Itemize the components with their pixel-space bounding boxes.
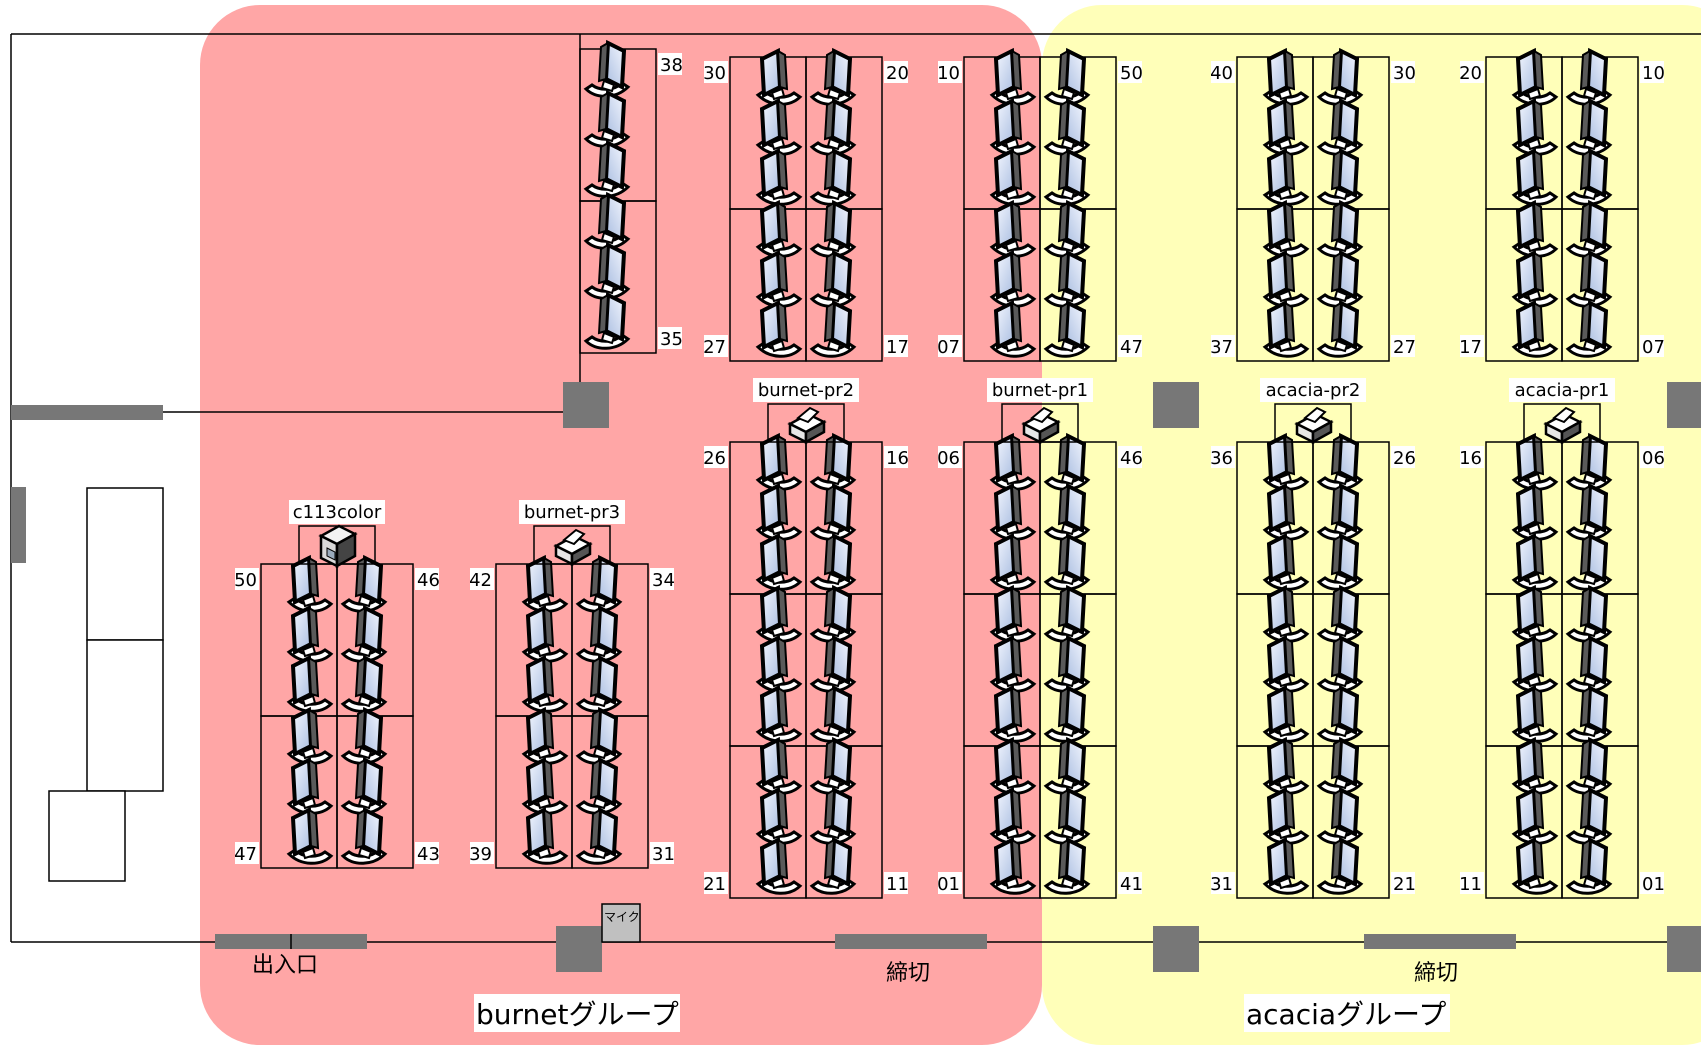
seat-number-16: 16	[1459, 448, 1482, 469]
seat-number-20: 20	[886, 63, 909, 84]
desk-block-c113-block: 50 46 47 43	[234, 556, 440, 869]
seat-number-46: 46	[1120, 448, 1143, 469]
desk-block-colC-top: 10 50 07 47	[937, 49, 1143, 362]
seat-number-36: 36	[1210, 448, 1233, 469]
seat-number-01: 01	[1642, 874, 1665, 895]
seat-number-41: 41	[1120, 874, 1143, 895]
seat-number-50: 50	[1120, 63, 1143, 84]
printer-label: burnet-pr3	[524, 502, 620, 523]
wall-bars	[11, 405, 1516, 949]
seat-number-06: 06	[1642, 448, 1665, 469]
seat-number-31: 31	[652, 844, 675, 865]
seat-number-10: 10	[1642, 63, 1665, 84]
seat-number-11: 11	[886, 874, 909, 895]
seat-number-50: 50	[234, 570, 257, 591]
burnet-group-label: burnetグループ	[476, 998, 679, 1031]
seat-number-07: 07	[937, 337, 960, 358]
seat-number-26: 26	[703, 448, 726, 469]
seat-number-35: 35	[660, 329, 683, 350]
seat-number-47: 47	[234, 844, 257, 865]
seat-number-30: 30	[703, 63, 726, 84]
seat-number-21: 21	[1393, 874, 1416, 895]
printer-label: c113color	[293, 502, 382, 523]
seat-number-39: 39	[469, 844, 492, 865]
seat-number-40: 40	[1210, 63, 1233, 84]
seat-number-16: 16	[886, 448, 909, 469]
printer-label: burnet-pr1	[992, 380, 1088, 401]
desk-block-pr3-block: 42 34 39 31	[469, 556, 675, 869]
printer-pr1[interactable]: burnet-pr1	[987, 378, 1093, 444]
desk-block-colC-bot: 06 46 01 41	[937, 434, 1143, 899]
deadline-left-label: 締切	[886, 961, 930, 986]
mic-box: マイク	[601, 903, 641, 943]
seat-number-01: 01	[937, 874, 960, 895]
seat-number-21: 21	[703, 874, 726, 895]
seat-number-17: 17	[886, 337, 909, 358]
printer-c113[interactable]: c113color	[289, 500, 385, 568]
desk-block-colD-bot: 36 26 31 21	[1210, 434, 1416, 899]
printer-pr2[interactable]: burnet-pr2	[753, 378, 859, 444]
seat-number-27: 27	[703, 337, 726, 358]
desk-block-colE-top: 20 10 17 07	[1459, 49, 1665, 362]
seat-number-10: 10	[937, 63, 960, 84]
printer-label: burnet-pr2	[758, 380, 854, 401]
storage-cabinets	[48, 487, 164, 882]
mic-label: マイク	[604, 910, 640, 924]
entrance-label: 出入口	[252, 953, 318, 978]
seat-number-11: 11	[1459, 874, 1482, 895]
printer-apr2[interactable]: acacia-pr2	[1260, 378, 1366, 444]
printer-label: acacia-pr1	[1515, 380, 1610, 401]
seat-number-30: 30	[1393, 63, 1416, 84]
color-printer-icon[interactable]	[319, 524, 357, 568]
seat-number-20: 20	[1459, 63, 1482, 84]
printer-label: acacia-pr2	[1266, 380, 1361, 401]
seat-number-17: 17	[1459, 337, 1482, 358]
seat-number-38: 38	[660, 55, 683, 76]
seat-number-42: 42	[469, 570, 492, 591]
desk-block-colD-top: 40 30 37 27	[1210, 49, 1416, 362]
seat-number-34: 34	[652, 570, 675, 591]
seat-number-27: 27	[1393, 337, 1416, 358]
desk-block-colB-top: 30 20 27 17	[703, 49, 909, 362]
acacia-group-label: acaciaグループ	[1246, 998, 1446, 1031]
seat-number-47: 47	[1120, 337, 1143, 358]
printers: c113color burnet-pr3 burnet-pr2 burnet-pr1 a…	[289, 378, 1615, 568]
printer-apr1[interactable]: acacia-pr1	[1509, 378, 1615, 444]
seat-number-06: 06	[937, 448, 960, 469]
seat-number-26: 26	[1393, 448, 1416, 469]
seat-number-07: 07	[1642, 337, 1665, 358]
seat-number-43: 43	[417, 844, 440, 865]
pillars	[556, 382, 1701, 972]
seat-number-37: 37	[1210, 337, 1233, 358]
deadline-right-label: 締切	[1414, 961, 1458, 986]
seat-number-46: 46	[417, 570, 440, 591]
seat-number-31: 31	[1210, 874, 1233, 895]
desk-block-colA-top: 38 35	[579, 43, 683, 354]
printer-pr3[interactable]: burnet-pr3	[519, 500, 625, 566]
